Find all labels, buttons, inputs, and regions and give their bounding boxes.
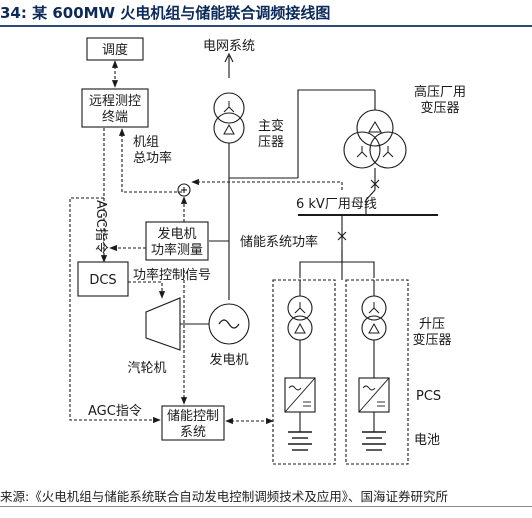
source-divider xyxy=(0,506,532,507)
step-up-transformer-1-upper xyxy=(287,295,313,321)
dcs-box xyxy=(77,261,129,297)
source-note: 来源:《火电机组与储能系统联合自动发电控制调频技术及应用》、国海证券研究所 xyxy=(0,489,448,504)
step-up-transformer-label-line2: 变压器 xyxy=(412,332,451,348)
summing-junction xyxy=(177,183,191,197)
storage-controller-label-line1: 储能控制 xyxy=(167,409,219,424)
turbine-label: 汽轮机 xyxy=(127,361,166,376)
gen-power-meter-label-line2: 功率测量 xyxy=(151,242,203,258)
main-transformer-lower-winding xyxy=(213,112,245,144)
unit-power-label-line2: 总功率 xyxy=(133,150,172,166)
step-up-transformer-label-line1: 升压 xyxy=(419,317,445,332)
hv-aux-transformer-right xyxy=(369,131,407,169)
main-transformer-label-line1: 主变 xyxy=(258,118,284,134)
gen-power-meter-box xyxy=(145,221,209,261)
dispatch-box xyxy=(86,37,144,61)
unit-power-label-line1: 机组 xyxy=(133,135,159,150)
turbine-shape xyxy=(145,297,181,351)
storage-system-power-label: 储能系统功率 xyxy=(240,234,318,250)
rtu-label-line1: 远程测控 xyxy=(89,94,141,109)
hv-aux-transformer-label-line1: 高压厂用 xyxy=(414,84,466,100)
storage-unit-2 xyxy=(345,279,409,465)
storage-power-signal xyxy=(191,178,343,190)
dcs-label: DCS xyxy=(89,273,116,288)
agc-command-horizontal-label: AGC指令 xyxy=(88,404,142,419)
agc-command-vertical-label: AGC指令 xyxy=(93,200,108,254)
agc-to-storage-controller xyxy=(69,197,161,424)
main-transformer-label-line2: 压器 xyxy=(258,135,284,150)
main-transformer-upper-winding xyxy=(213,92,245,124)
grid-system-label: 电网系统 xyxy=(203,39,255,54)
pcs-label: PCS xyxy=(416,389,441,404)
gen-power-meter-label-line1: 发电机 xyxy=(157,226,196,242)
generator-label: 发电机 xyxy=(209,352,248,368)
hv-aux-transformer-label-line2: 变压器 xyxy=(420,100,459,116)
dispatch-label: 调度 xyxy=(102,42,128,58)
storage-controller-label-line2: 系统 xyxy=(180,425,206,440)
hv-aux-transformer-left xyxy=(343,131,381,169)
storage-controller-box xyxy=(161,405,225,441)
power-control-signal-label: 功率控制信号 xyxy=(133,267,211,283)
battery-label: 电池 xyxy=(414,433,440,448)
busbar-label: 6 kV厂用母线 xyxy=(296,197,377,212)
rtu-box xyxy=(81,88,149,128)
hv-aux-transformer-top xyxy=(356,109,394,147)
generator-shape xyxy=(208,303,250,345)
storage-unit-1 xyxy=(272,279,336,465)
rtu-label-line2: 终端 xyxy=(102,109,128,125)
figure-title: 34: 某 600MW 火电机组与储能联合调频接线图 xyxy=(0,4,331,22)
unit-power-to-rtu xyxy=(118,128,182,193)
step-up-transformer-2-upper xyxy=(361,295,387,321)
title-divider xyxy=(0,25,532,27)
power-control-signal-line xyxy=(128,281,166,299)
